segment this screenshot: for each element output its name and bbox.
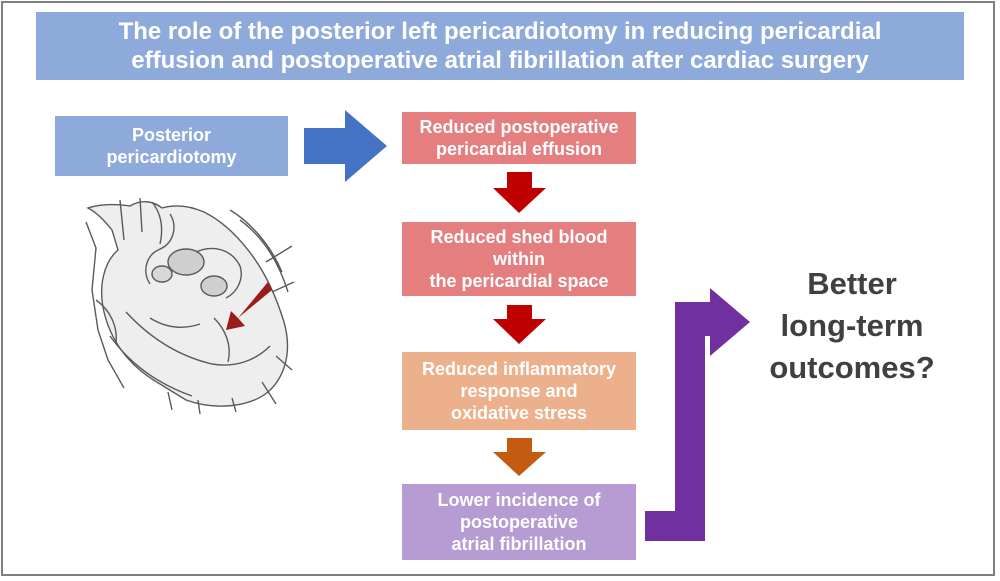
step2-line-2: within — [493, 249, 545, 269]
step-lower-af-box: Lower incidence of postoperative atrial … — [402, 484, 636, 560]
step1-line-2: pericardial effusion — [435, 139, 603, 159]
red-arrow-pointer-icon — [226, 282, 272, 330]
purple-bent-arrow-icon — [645, 288, 750, 541]
step2-line-1: Reduced shed blood — [430, 227, 608, 247]
diagram-title: The role of the posterior left pericardi… — [36, 12, 964, 80]
step4-line-1: Lower incidence of — [437, 490, 601, 510]
step4-line-2: postoperative — [459, 512, 579, 532]
title-line-2: effusion and postoperative atrial fibril… — [131, 47, 869, 74]
heart-sketch-icon — [85, 197, 295, 415]
step-reduced-shed-blood-box: Reduced shed blood within the pericardia… — [402, 222, 636, 296]
outcome-line-3: outcomes? — [769, 350, 935, 385]
red-down-arrow-icon — [493, 172, 546, 213]
outcome-line-2: long-term — [780, 308, 924, 343]
step3-line-3: oxidative stress — [450, 403, 588, 423]
title-line-1: The role of the posterior left pericardi… — [118, 18, 882, 45]
step2-line-3: the pericardial space — [429, 271, 609, 291]
step4-line-3: atrial fibrillation — [451, 534, 587, 554]
source-line-2: pericardiotomy — [106, 147, 237, 167]
blue-right-arrow-icon — [304, 110, 387, 182]
step3-line-1: Reduced inflammatory — [421, 359, 617, 379]
orange-down-arrow-icon — [493, 438, 546, 476]
step1-line-1: Reduced postoperative — [419, 117, 619, 137]
outcome-line-1: Better — [807, 266, 897, 301]
outcome-text: Better long-term outcomes? — [752, 263, 952, 389]
red-down-arrow-icon — [493, 305, 546, 344]
step-reduced-inflammation-box: Reduced inflammatory response and oxidat… — [402, 352, 636, 430]
step-reduced-effusion-box: Reduced postoperative pericardial effusi… — [402, 112, 636, 164]
posterior-pericardiotomy-box: Posterior pericardiotomy — [55, 116, 288, 176]
step3-line-2: response and — [460, 381, 578, 401]
source-line-1: Posterior — [131, 125, 212, 145]
